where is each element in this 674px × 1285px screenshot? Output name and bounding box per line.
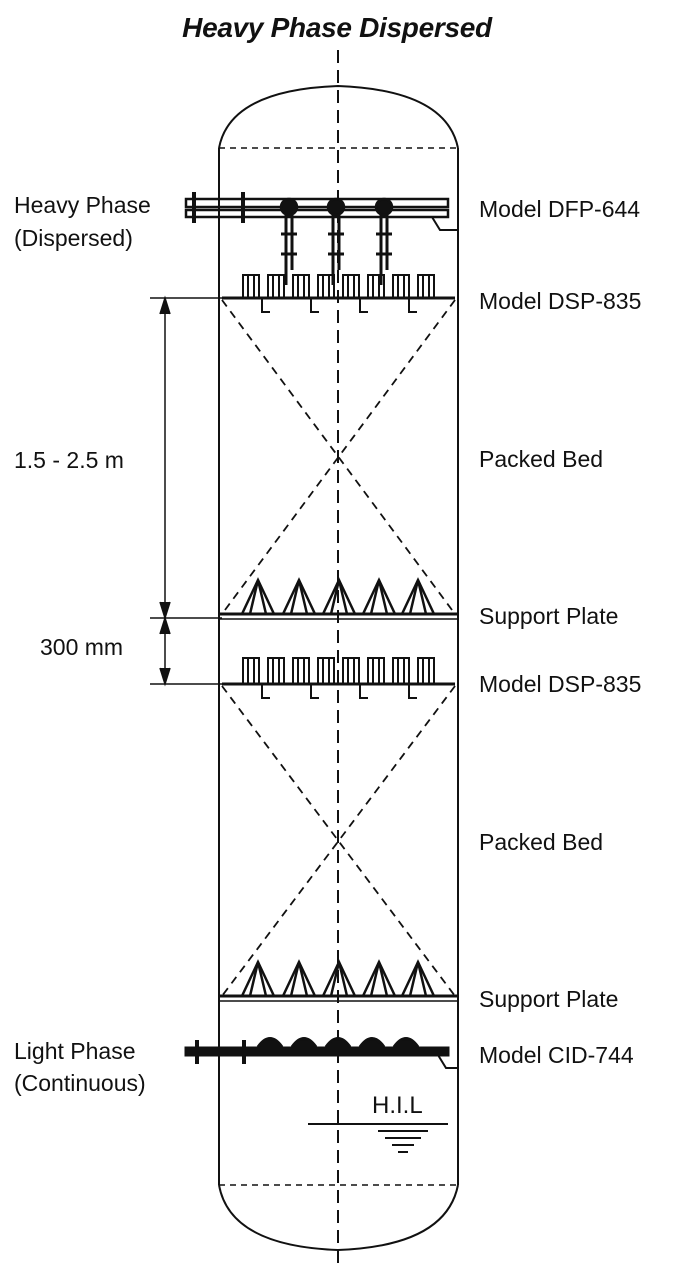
top-distributor-label: Model DFP-644 xyxy=(479,196,641,222)
support-plate-1 xyxy=(219,577,458,620)
support-plate-1-label: Support Plate xyxy=(479,603,619,629)
redistributor-dsp-835-upper xyxy=(222,274,455,313)
bottom-distributor-label: Model CID-744 xyxy=(479,1042,634,1068)
light-phase-inlet-sublabel: (Continuous) xyxy=(14,1070,146,1096)
support-plate-2-label: Support Plate xyxy=(479,986,619,1012)
dimension-lines xyxy=(150,295,222,687)
gap-dimension: 300 mm xyxy=(40,634,124,660)
packed-bed-2 xyxy=(221,685,456,997)
redistributor-1-label: Model DSP-835 xyxy=(479,288,642,314)
redistributor-dsp-835-lower xyxy=(222,657,455,699)
interface-level-label: H.I.L xyxy=(372,1092,423,1119)
bottom-distributor-cid-744 xyxy=(184,1037,458,1069)
packed-bed-2-label: Packed Bed xyxy=(479,829,604,855)
interface-level-symbol xyxy=(308,1123,448,1153)
heavy-phase-inlet-sublabel: (Dispersed) xyxy=(14,225,133,251)
top-distributor-dfp-644 xyxy=(184,192,458,285)
redistributor-2-label: Model DSP-835 xyxy=(479,671,642,697)
packed-bed-1 xyxy=(221,299,456,615)
support-plate-2 xyxy=(219,959,458,1002)
light-phase-inlet-label: Light Phase xyxy=(14,1038,136,1064)
bed-height-dimension: 1.5 - 2.5 m xyxy=(14,447,124,473)
packed-bed-1-label: Packed Bed xyxy=(479,446,604,472)
heavy-phase-inlet-label: Heavy Phase xyxy=(14,192,151,218)
page-title: Heavy Phase Dispersed xyxy=(182,12,492,43)
